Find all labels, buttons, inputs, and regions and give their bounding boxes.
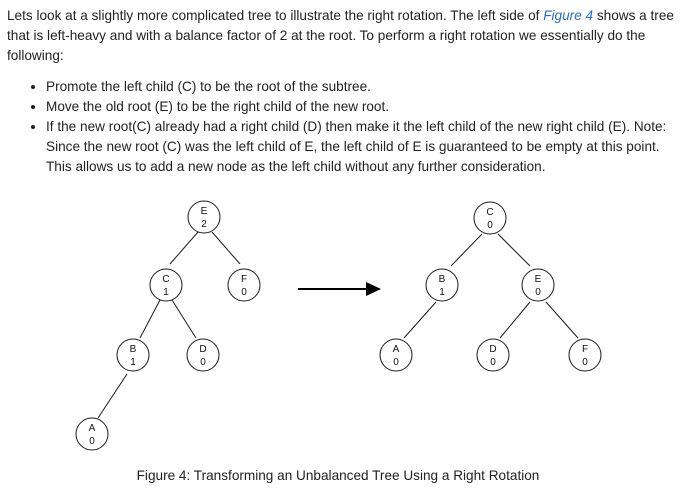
edge-b-a	[97, 373, 128, 419]
right-node-a: A 0	[379, 338, 413, 372]
list-item-move-root: Move the old root (E) to be the right ch…	[46, 97, 676, 117]
svg-text:E: E	[201, 206, 208, 217]
svg-text:1: 1	[439, 287, 445, 298]
svg-text:0: 0	[535, 287, 541, 298]
edge-e-f	[545, 301, 579, 339]
svg-text:1: 1	[163, 287, 169, 298]
svg-text:E: E	[535, 274, 542, 285]
rotation-figure: E 2 C 1 F 0 B 1 D 0 A 0 C	[75, 200, 602, 451]
svg-text:A: A	[89, 423, 96, 434]
figure-caption: Figure 4: Transforming an Unbalanced Tre…	[136, 468, 540, 483]
left-node-c: C 1	[149, 268, 183, 302]
svg-text:1: 1	[130, 357, 136, 368]
svg-text:0: 0	[89, 436, 95, 447]
list-item-right-child: If the new root(C) already had a right c…	[46, 117, 676, 177]
svg-text:0: 0	[487, 220, 493, 231]
left-node-f: F 0	[227, 268, 261, 302]
svg-text:A: A	[393, 344, 400, 355]
right-node-d: D 0	[476, 338, 510, 372]
svg-text:0: 0	[393, 357, 399, 368]
list-item-promote: Promote the left child (C) to be the roo…	[46, 77, 676, 97]
svg-text:B: B	[439, 274, 446, 285]
intro-text-before: Lets look at a slightly more complicated…	[7, 8, 544, 23]
svg-text:0: 0	[490, 357, 496, 368]
svg-text:C: C	[486, 207, 493, 218]
right-node-b: B 1	[425, 268, 459, 302]
right-node-c: C 0	[473, 201, 507, 235]
left-node-a: A 0	[75, 417, 109, 451]
rotation-steps-list: Promote the left child (C) to be the roo…	[0, 77, 676, 177]
svg-text:D: D	[489, 344, 496, 355]
intro-paragraph: Lets look at a slightly more complicated…	[7, 6, 675, 66]
edge-e-c	[169, 231, 199, 265]
right-node-e: E 0	[521, 268, 555, 302]
svg-text:F: F	[241, 274, 247, 285]
svg-text:2: 2	[201, 219, 207, 230]
left-tree-edges	[97, 231, 241, 419]
right-tree-edges	[403, 233, 579, 339]
svg-text:D: D	[199, 344, 206, 355]
figure-4-link[interactable]: Figure 4	[543, 8, 594, 23]
svg-text:0: 0	[241, 287, 247, 298]
edge-e-f	[211, 231, 241, 265]
svg-text:0: 0	[200, 357, 206, 368]
edge-c-e	[497, 233, 531, 267]
intro-text-after: shows a tree that is left-heavy and with…	[7, 8, 674, 63]
svg-text:C: C	[162, 274, 169, 285]
svg-text:F: F	[582, 344, 588, 355]
right-arrow-icon	[298, 282, 381, 296]
left-node-b: B 1	[116, 338, 150, 372]
svg-text:B: B	[130, 344, 137, 355]
left-node-d: D 0	[186, 338, 220, 372]
left-node-e: E 2	[187, 200, 221, 234]
right-node-f: F 0	[568, 338, 602, 372]
edge-c-b	[139, 299, 161, 339]
edge-c-b	[450, 233, 483, 267]
edge-b-a	[403, 301, 437, 339]
svg-text:0: 0	[582, 357, 588, 368]
edge-c-d	[171, 299, 197, 339]
edge-e-d	[499, 301, 531, 339]
